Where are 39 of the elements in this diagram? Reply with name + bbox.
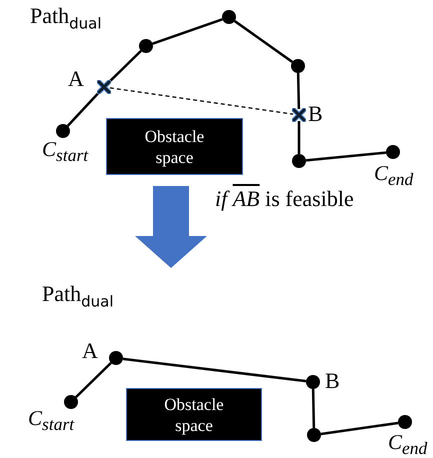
obstacle-text: Obstacle space	[163, 394, 225, 436]
cross-mark-icon	[292, 108, 306, 122]
obstacle-box	[126, 388, 262, 441]
waypoint-dot	[306, 375, 320, 389]
path-segment	[152, 18, 223, 45]
path-segment	[306, 151, 386, 162]
waypoint-dot	[307, 428, 321, 442]
point-label: C$_{start}$	[28, 408, 74, 434]
waypoint-dot	[109, 351, 123, 365]
obstacle-box	[106, 118, 243, 175]
path-segment	[312, 388, 316, 428]
path-segment	[234, 20, 294, 63]
obstacle-text: Obstacle space	[144, 126, 206, 168]
path-title: Path$_{dual}$	[30, 4, 102, 32]
path-segment	[296, 72, 300, 110]
dashed-shortcut-line	[110, 87, 294, 115]
waypoint-dot	[386, 145, 400, 159]
waypoint-dot	[398, 415, 412, 429]
waypoint-dot	[291, 59, 305, 73]
point-label: A	[82, 340, 98, 362]
path-segment	[66, 90, 101, 127]
waypoint-dot	[64, 395, 78, 409]
point-label: C$_{end}$	[388, 432, 428, 458]
point-label: B	[308, 103, 323, 125]
point-label: C$_{start}$	[42, 139, 88, 165]
point-label: C$_{end}$	[374, 163, 414, 189]
path-segment	[320, 422, 398, 436]
path-segment	[107, 50, 142, 84]
path-segment	[122, 358, 306, 382]
path-title: Path$_{dual}$	[42, 282, 114, 310]
point-label: A	[68, 68, 84, 90]
path-segment	[298, 121, 300, 154]
waypoint-dot	[222, 10, 236, 24]
path-segment	[75, 362, 112, 398]
waypoint-dot	[139, 39, 153, 53]
waypoint-dot	[292, 154, 306, 168]
waypoint-dot	[56, 124, 70, 138]
cross-mark-icon	[97, 80, 111, 94]
point-label: B	[325, 370, 340, 392]
